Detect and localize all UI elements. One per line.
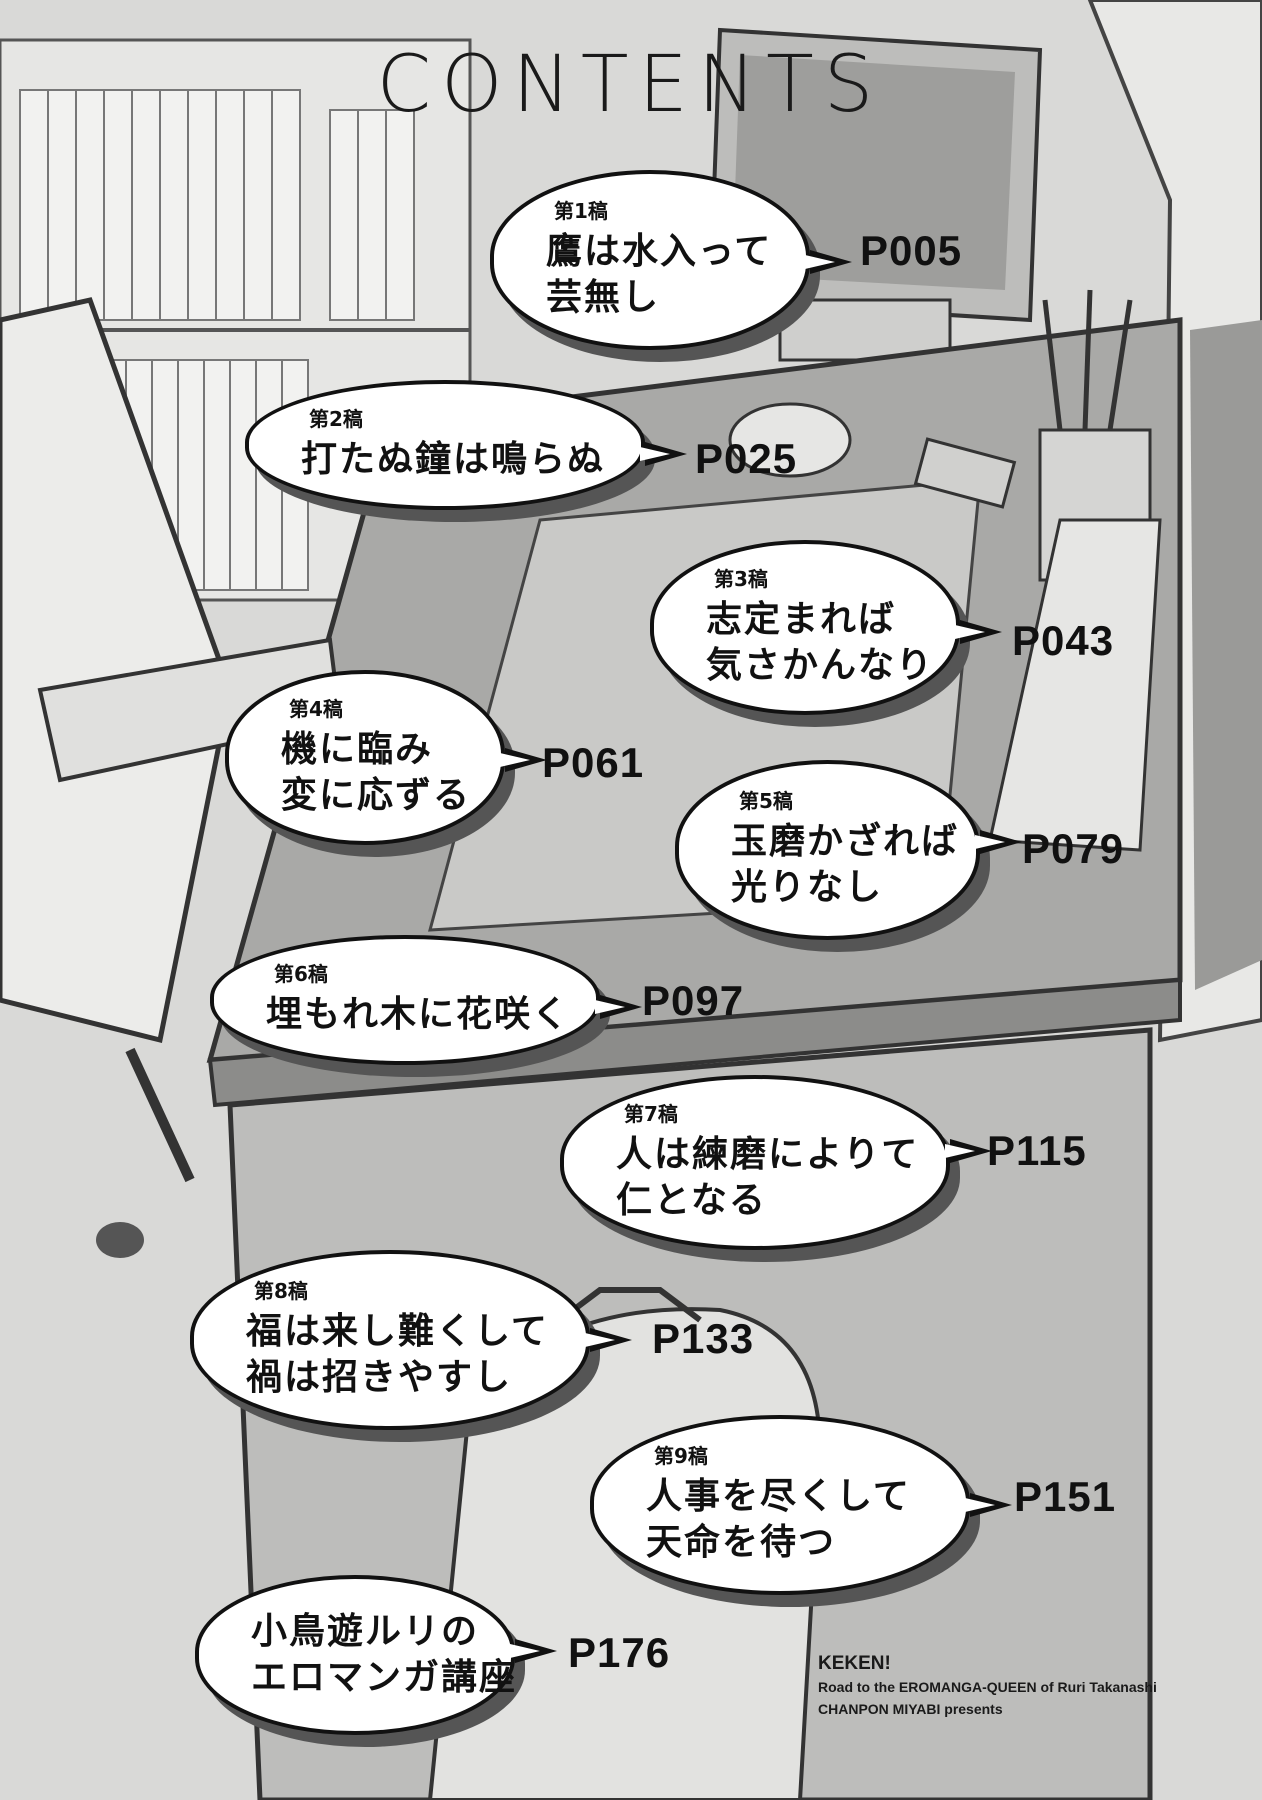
chapter-title-line: 埋もれ木に花咲く	[266, 994, 571, 1035]
chapter-title-line: 打たぬ鐘は鳴らぬ	[301, 439, 606, 480]
chapter-title-line: 鷹は水入って	[546, 231, 773, 272]
bubble-tail-icon	[955, 620, 1002, 644]
chapter-title-line: 光りなし	[731, 867, 884, 908]
credits-series-title: KEKEN!	[818, 1653, 891, 1674]
chapter-title-line: 禍は招きやすし	[246, 1357, 513, 1398]
credits-author: CHANPON MIYABI presents	[818, 1701, 1003, 1717]
bookshelf	[0, 38, 472, 602]
bubble-tail-icon	[805, 250, 852, 274]
chapter-label: 第3稿	[714, 566, 768, 591]
bubble-tail-icon	[945, 1139, 992, 1163]
chapter-9-page[interactable]: P151	[1014, 1473, 1117, 1520]
chapter-title-line: エロマンガ講座	[251, 1657, 518, 1698]
chapter-3-bubble[interactable]: 第3稿 志定まれば 気さかんなり	[650, 540, 1002, 715]
page-title: CONTENTS	[376, 40, 884, 130]
credits-block: KEKEN! Road to the EROMANGA-QUEEN of Rur…	[818, 1652, 1238, 1720]
chapter-label: 第2稿	[309, 407, 363, 431]
chapter-8-page[interactable]: P133	[652, 1315, 755, 1362]
chapter-title-line: 変に応ずる	[281, 774, 472, 816]
chapter-2-page[interactable]: P025	[695, 435, 798, 482]
chapter-9-bubble[interactable]: 第9稿 人事を尽くして 天命を待つ	[590, 1415, 1012, 1595]
chapter-label: 第9稿	[654, 1444, 708, 1468]
tape-roll	[728, 402, 852, 478]
chapter-label: 第1稿	[554, 199, 608, 223]
bubble-tail-icon	[975, 830, 1022, 854]
chapter-8-bubble[interactable]: 第8稿 福は来し難くして 禍は招きやすし	[190, 1250, 632, 1430]
bubble-tail-icon	[595, 995, 642, 1019]
bubble-tail-icon	[500, 748, 547, 772]
keyboard	[988, 518, 1162, 852]
bubble-tail-icon	[510, 1639, 557, 1663]
chapter-title-line: 仁となる	[616, 1179, 767, 1221]
credits-subtitle: Road to the EROMANGA-QUEEN of Ruri Takan…	[818, 1679, 1157, 1695]
bonus-lesson-page[interactable]: P176	[568, 1629, 671, 1676]
chapter-title-line: 福は来し難くして	[246, 1311, 549, 1352]
chapter-title-line: 小鳥遊ルリの	[251, 1611, 480, 1652]
bonus-lesson-bubble[interactable]: 小鳥遊ルリの エロマンガ講座	[195, 1575, 557, 1735]
chapter-title-line: 玉磨かざれば	[731, 821, 960, 862]
chapter-6-bubble[interactable]: 第6稿 埋もれ木に花咲く	[210, 935, 642, 1065]
bubble-tail-icon	[965, 1493, 1012, 1517]
chapter-5-page[interactable]: P079	[1022, 825, 1125, 872]
bubble-tail-icon	[585, 1328, 632, 1352]
eraser	[913, 437, 1017, 509]
chapter-7-page[interactable]: P115	[987, 1127, 1087, 1174]
chapter-1-page[interactable]: P005	[860, 227, 963, 274]
chapter-title-line: 人は練磨によりて	[616, 1133, 920, 1175]
chapter-title-line: 芸無し	[546, 277, 661, 318]
chapter-5-bubble[interactable]: 第5稿 玉磨かざれば 光りなし	[675, 760, 1022, 940]
chapter-label: 第5稿	[739, 789, 793, 813]
chapter-title-line: 天命を待つ	[646, 1522, 837, 1563]
chapter-label: 第8稿	[254, 1279, 308, 1303]
chapter-4-bubble[interactable]: 第4稿 機に臨み 変に応ずる	[225, 670, 547, 845]
chapter-label: 第6稿	[274, 962, 328, 986]
chapter-6-page[interactable]: P097	[642, 977, 745, 1024]
chapter-label: 第4稿	[289, 696, 343, 721]
chapter-title-line: 気さかんなり	[706, 644, 935, 686]
chapter-2-bubble[interactable]: 第2稿 打たぬ鐘は鳴らぬ	[245, 380, 687, 510]
chapter-4-page[interactable]: P061	[542, 739, 645, 786]
bubble-tail-icon	[640, 442, 687, 466]
chapter-1-bubble[interactable]: 第1稿 鷹は水入って 芸無し	[490, 170, 852, 350]
chapter-label: 第7稿	[624, 1101, 678, 1126]
chapter-title-line: 機に臨み	[281, 728, 434, 770]
chapter-3-page[interactable]: P043	[1012, 617, 1115, 664]
chapter-title-line: 志定まれば	[706, 598, 897, 640]
chapter-title-line: 人事を尽くして	[646, 1476, 911, 1517]
chapter-7-bubble[interactable]: 第7稿 人は練磨によりて 仁となる	[560, 1075, 992, 1250]
